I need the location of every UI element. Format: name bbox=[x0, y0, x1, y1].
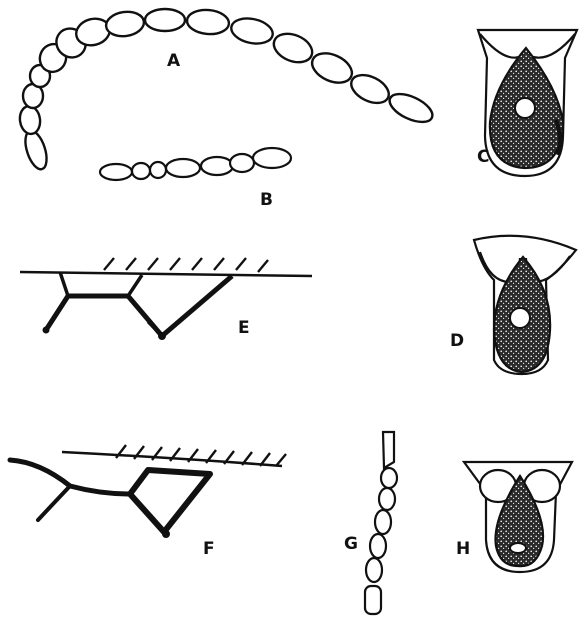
label-d: D bbox=[450, 331, 464, 351]
label-f: F bbox=[203, 539, 215, 559]
label-e: E bbox=[238, 318, 250, 338]
head-section-c-drawing bbox=[478, 30, 577, 176]
wing-venation-e-drawing bbox=[20, 258, 312, 340]
head-section-d-drawing bbox=[474, 236, 576, 374]
label-b: B bbox=[260, 190, 273, 210]
antenna-a-drawing bbox=[18, 8, 436, 172]
label-h: H bbox=[456, 539, 470, 559]
wing-venation-f-drawing bbox=[10, 445, 286, 538]
label-c: C bbox=[477, 147, 489, 167]
label-g: G bbox=[344, 534, 358, 554]
label-a: A bbox=[167, 51, 181, 71]
antenna-g-drawing bbox=[365, 432, 397, 614]
head-section-h-drawing bbox=[464, 462, 572, 572]
antenna-b-drawing bbox=[100, 148, 291, 180]
